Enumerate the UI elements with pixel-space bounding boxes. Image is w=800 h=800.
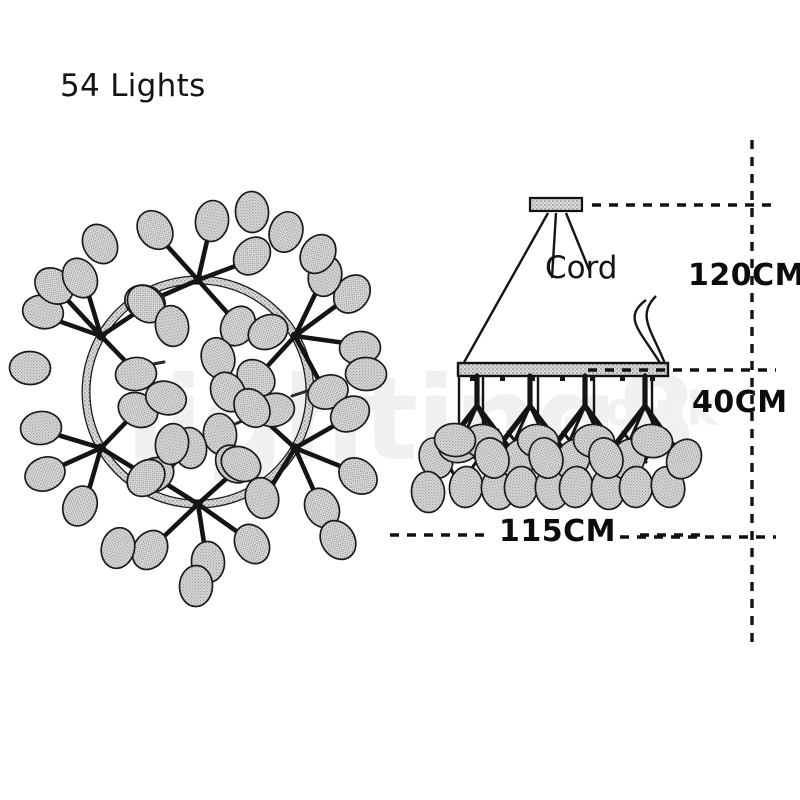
branch-hubs — [96, 275, 300, 509]
top-view-lamps — [8, 189, 388, 608]
ring-tube — [82, 276, 314, 508]
top-view-group — [8, 189, 388, 608]
ceiling-canopy — [528, 196, 584, 213]
height-cord-label: 120CM — [688, 258, 800, 293]
height-body-label: 40CM — [692, 385, 788, 420]
fixture-bar — [456, 361, 670, 378]
dimension-lines — [390, 140, 776, 650]
width-label: 115CM — [499, 514, 616, 549]
page-title: 54 Lights — [60, 68, 206, 104]
cord-label: Cord — [545, 250, 618, 286]
cord-lines — [460, 212, 668, 367]
side-view-group — [409, 196, 710, 515]
